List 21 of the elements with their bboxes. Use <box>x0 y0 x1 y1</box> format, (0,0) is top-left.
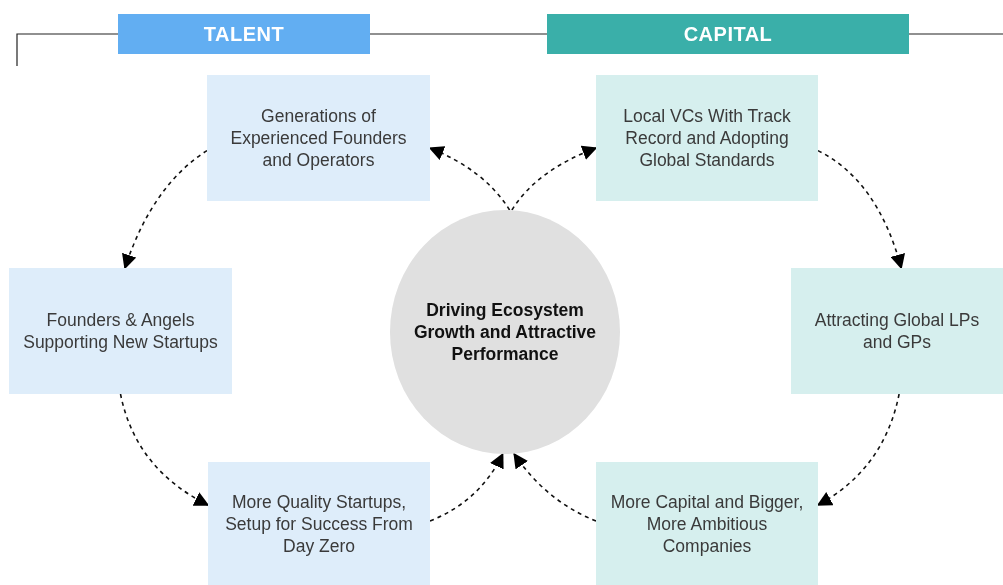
dashed-arrow <box>513 452 597 522</box>
step-label: Attracting Global LPs and GPs <box>813 309 981 353</box>
dashed-arrow <box>119 393 210 506</box>
step-box <box>207 75 430 201</box>
step-box <box>596 462 818 585</box>
step-box <box>208 462 430 585</box>
dashed-arrow <box>511 146 598 211</box>
step-label: Founders & Angels Supporting New Startups <box>23 309 218 353</box>
circle-label: Driving Ecosystem Growth and Attractive Performance <box>412 299 598 365</box>
category-banner: CAPITAL <box>547 14 909 54</box>
category-banner: TALENT <box>118 14 370 54</box>
step-label: Local VCs With Track Record and Adopting Global Standards <box>622 105 792 171</box>
dashed-arrow <box>817 149 905 270</box>
dashed-arrow <box>122 149 208 270</box>
dashed-arrow <box>429 452 504 522</box>
step-label: Generations of Experienced Founders and Operators <box>229 105 408 171</box>
step-box <box>791 268 1003 394</box>
step-box <box>9 268 232 394</box>
step-box <box>596 75 818 201</box>
step-label: More Capital and Bigger, More Ambitious Companies <box>610 490 804 557</box>
step-label: More Quality Startups, Setup for Success From Day Zero <box>224 490 414 557</box>
